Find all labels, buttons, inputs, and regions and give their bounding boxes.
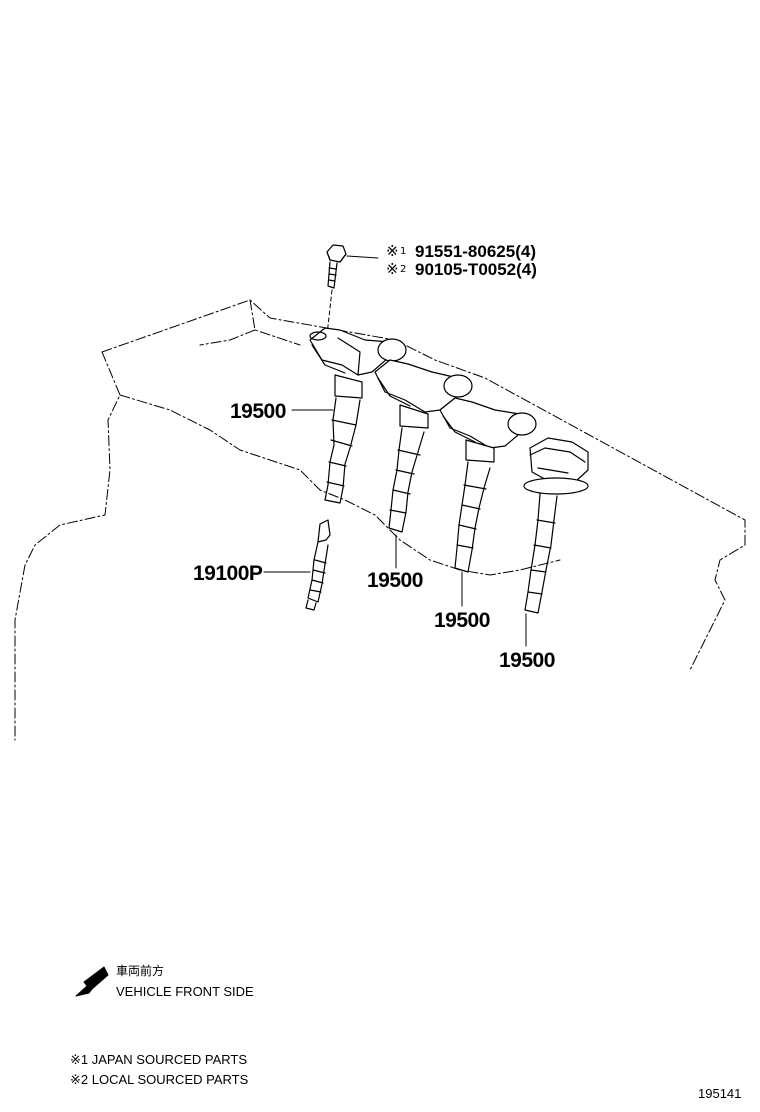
ignition-coil-3 bbox=[439, 397, 537, 573]
bolt-note-1: ※ 1 91551-80625(4) bbox=[386, 242, 536, 261]
callout-coil-3: 19500 bbox=[434, 609, 490, 632]
bolt-note-2: ※ 2 90105-T0052(4) bbox=[386, 260, 537, 279]
callout-coil-2: 19500 bbox=[367, 569, 423, 592]
ignition-coil-1 bbox=[309, 327, 407, 504]
ignition-coil-2 bbox=[374, 359, 473, 533]
callout-coil-4: 19500 bbox=[499, 649, 555, 672]
direction-label-en: VEHICLE FRONT SIDE bbox=[116, 984, 254, 999]
illustration-id: 195141 bbox=[698, 1086, 741, 1101]
spark-plug-icon bbox=[305, 519, 331, 611]
direction-label-jp: 車両前方 bbox=[116, 963, 164, 978]
arrow-icon bbox=[75, 966, 109, 997]
bolt-icon bbox=[326, 244, 379, 336]
callout-coil-1: 19500 bbox=[230, 400, 286, 423]
svg-text:90105-T0052(4): 90105-T0052(4) bbox=[415, 260, 537, 279]
svg-text:※: ※ bbox=[386, 242, 399, 260]
svg-text:2: 2 bbox=[400, 264, 406, 275]
footnote-japan: ※1 JAPAN SOURCED PARTS bbox=[70, 1052, 247, 1067]
svg-text:※: ※ bbox=[386, 260, 399, 278]
svg-text:1: 1 bbox=[400, 246, 406, 257]
footnote-local: ※2 LOCAL SOURCED PARTS bbox=[70, 1072, 249, 1087]
engine-head-outline bbox=[14, 299, 746, 741]
leader-lines bbox=[263, 409, 527, 647]
ignition-coil-4 bbox=[523, 437, 589, 614]
svg-text:91551-80625(4): 91551-80625(4) bbox=[415, 242, 536, 261]
callout-spark-plug: 19100P bbox=[193, 562, 263, 585]
